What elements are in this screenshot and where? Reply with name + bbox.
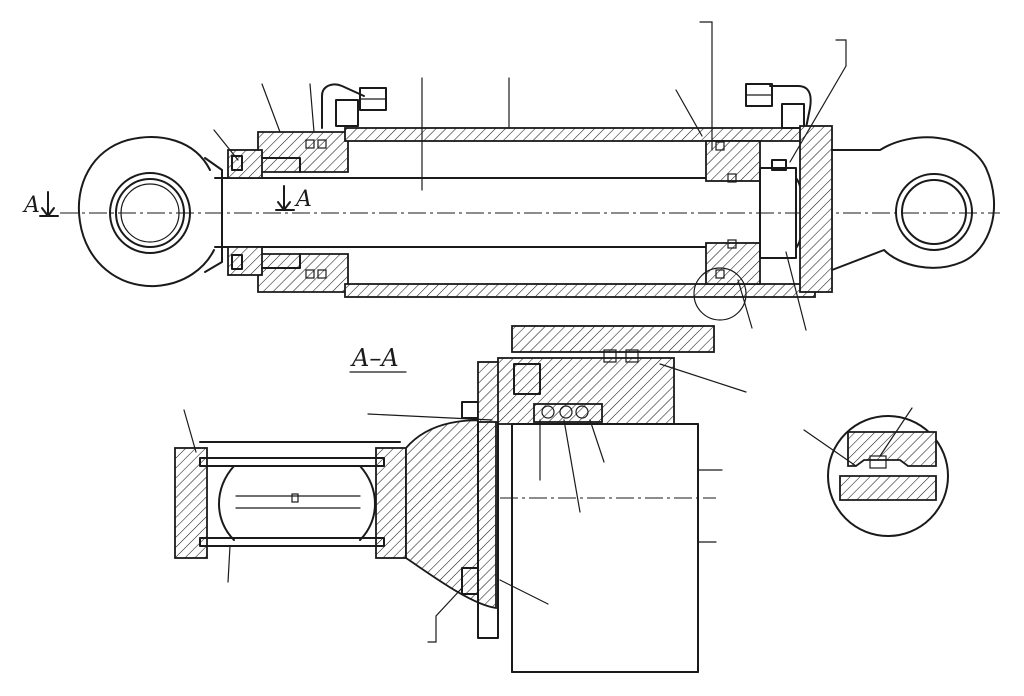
section-title: A–A — [350, 344, 399, 372]
piston-rod — [60, 177, 1000, 248]
port-fitting-right — [745, 83, 812, 129]
section-label-left: A — [22, 193, 40, 218]
piston — [705, 140, 805, 285]
leader-lines-top — [213, 21, 847, 331]
detail-view — [803, 407, 949, 537]
gland-head — [227, 131, 349, 293]
cylinder-assembly: A A — [22, 21, 1000, 331]
section-marker-right: A — [275, 185, 312, 212]
rod-gland-section — [461, 325, 716, 673]
end-cap-right — [799, 125, 995, 293]
section-label-right: A — [294, 187, 312, 212]
detail-indicator-circle — [693, 267, 747, 321]
leader-lines-section — [183, 363, 747, 643]
section-view: A–A — [174, 325, 747, 673]
section-marker-left: A — [22, 191, 59, 218]
rod-eye-left — [77, 136, 223, 288]
spherical-bearing-eye — [174, 419, 497, 610]
port-fitting-left — [321, 83, 387, 129]
